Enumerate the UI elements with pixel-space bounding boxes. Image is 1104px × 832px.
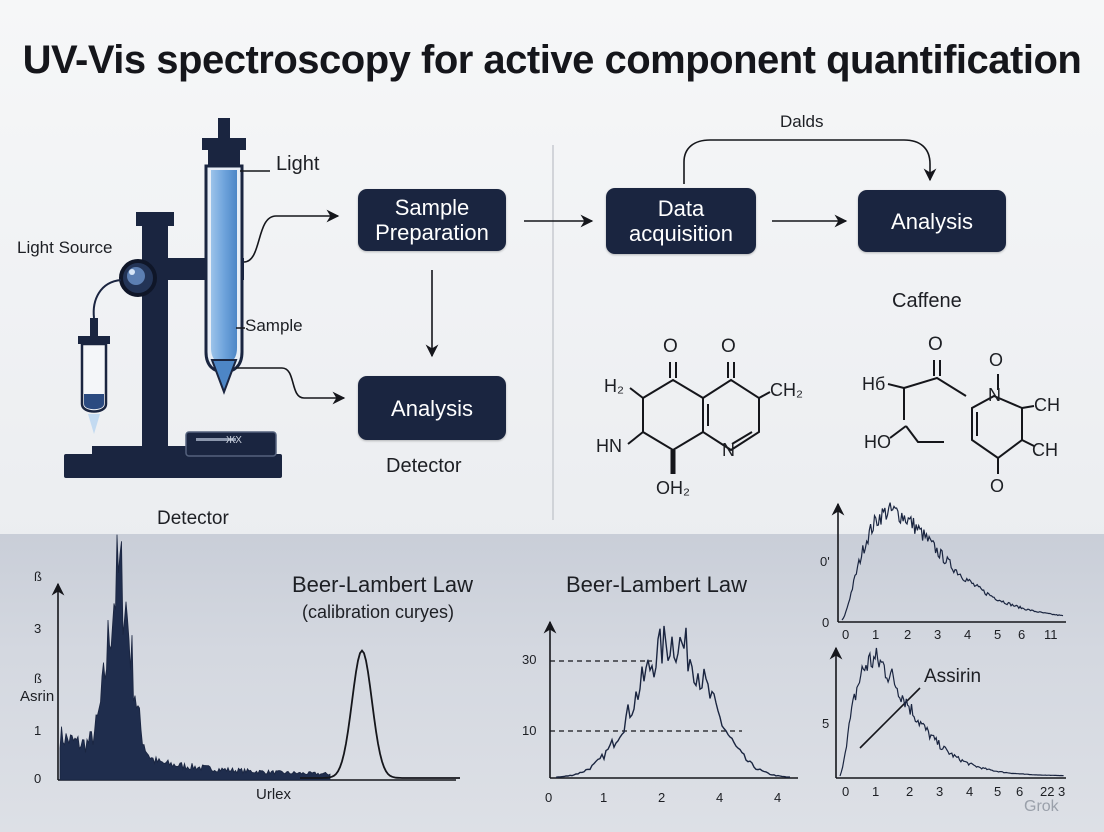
chart3-xtick-7: 11 <box>1044 627 1058 642</box>
sample-label: Sample <box>245 316 303 335</box>
chart4-xtick-5: 5 <box>994 784 1002 799</box>
chart3-xtick-3: 3 <box>934 627 942 642</box>
chart3-xtick-6: 6 <box>1018 627 1026 642</box>
chart4-xtick-6: 6 <box>1016 784 1024 799</box>
spectrometer-apparatus <box>64 118 282 478</box>
chart4-xtick-2: 2 <box>906 784 914 799</box>
atom-o-1: O <box>663 336 678 357</box>
aspirin-pointer <box>859 687 921 749</box>
chart2-calibration-curve <box>555 625 790 778</box>
page-title: UV-Vis spectroscopy for active component… <box>22 38 1082 82</box>
flow-arrows <box>236 139 937 405</box>
chart1-ytick-2: ß <box>34 671 42 686</box>
detector-label-flow: Detector <box>386 455 462 477</box>
chart3-xtick-2: 2 <box>904 627 912 642</box>
analysis-box-right: Analysis <box>858 190 1006 252</box>
chart4-xtick-8: 3 <box>1058 784 1066 799</box>
chart4-xtick-3: 3 <box>936 784 944 799</box>
beer-lambert-title-2: Beer-Lambert Law <box>566 572 747 597</box>
chart3-xtick-5: 5 <box>994 627 1002 642</box>
chart2-xtick-0: 0 <box>545 790 553 805</box>
beer-lambert-title-1: Beer-Lambert Law <box>292 572 473 597</box>
light-source-label: Light Source <box>17 238 113 257</box>
atom-h2: H₂ <box>604 376 624 396</box>
grok-watermark: Grok <box>1024 798 1059 815</box>
loop-label: Dalds <box>780 112 824 131</box>
chart1-ytick-4: ß <box>34 569 42 584</box>
chart1-gaussian-peak <box>300 649 460 779</box>
atom-n-2: N <box>988 385 1001 405</box>
chart2-xtick-3: 4 <box>716 790 724 805</box>
chart1-xlabel: Urlex <box>256 786 292 803</box>
data-acquisition-line1: Data <box>657 196 705 221</box>
chart1-spectrum-band <box>59 534 331 781</box>
chart4-xtick-4: 4 <box>966 784 974 799</box>
chart4-xtick-1: 1 <box>872 784 880 799</box>
atom-ch-2: CH <box>1032 440 1058 460</box>
atom-ch-1: CH <box>1034 395 1060 415</box>
chart3-xtick-1: 1 <box>872 627 880 642</box>
chart4-xtick-0: 0 <box>842 784 850 799</box>
detector-label-apparatus: Detector <box>157 508 229 529</box>
sample-preparation-line1: Sample <box>394 195 470 220</box>
chart1-ytick-3: 3 <box>34 621 42 636</box>
chart3-ylabel: 0' <box>820 554 830 569</box>
chart2-ytick-30: 30 <box>522 652 537 667</box>
atom-oh2: OH₂ <box>656 478 690 498</box>
instrument-display: ЖX <box>226 435 242 446</box>
atom-o-5: O <box>990 476 1005 496</box>
chart4-xtick-7: 22 <box>1040 784 1055 799</box>
molecule-right-bonds <box>887 360 1035 474</box>
atom-hb: Hб <box>862 374 886 394</box>
data-acquisition-line2: acquisition <box>629 221 733 246</box>
chart2-ytick-10: 10 <box>522 723 537 738</box>
caffeine-label: Caffene <box>892 290 962 312</box>
chart1-ytick-1: 1 <box>34 723 42 738</box>
light-label: Light <box>276 153 320 175</box>
chart3-ytick-0: 0 <box>822 615 830 630</box>
chart1-ytick-0: 0 <box>34 771 42 786</box>
atom-n: N <box>722 440 735 460</box>
chart2-xtick-4: 4 <box>774 790 782 805</box>
chart3-xtick-0: 0 <box>842 627 850 642</box>
atom-o-4: O <box>989 350 1004 370</box>
atom-ho: HO <box>864 432 891 452</box>
atom-o-3: O <box>928 334 943 355</box>
chart4-spectrum <box>839 647 1064 777</box>
sample-preparation-line2: Preparation <box>375 220 489 245</box>
charts-band <box>0 534 1104 832</box>
analysis-box-left: Analysis <box>358 376 506 440</box>
atom-hn: HN <box>596 436 622 456</box>
molecule-left-bonds <box>627 362 771 474</box>
reference-lines <box>550 660 742 732</box>
chart3-spectrum <box>841 502 1064 621</box>
atom-ch2: CH₂ <box>770 380 803 400</box>
aspirin-label: Assirin <box>924 666 982 687</box>
chart1-ylabel: Asrin <box>20 688 55 705</box>
chart2-xtick-1: 1 <box>600 790 608 805</box>
chart-axes <box>51 502 1066 781</box>
chart3-xtick-4: 4 <box>964 627 972 642</box>
chart-marks <box>59 502 1064 781</box>
chart2-xtick-2: 2 <box>658 790 666 805</box>
beer-lambert-subtitle-1: (calibration curyes) <box>302 602 455 622</box>
atom-o-2: O <box>721 336 736 357</box>
chart4-ytick-5: 5 <box>822 716 830 731</box>
